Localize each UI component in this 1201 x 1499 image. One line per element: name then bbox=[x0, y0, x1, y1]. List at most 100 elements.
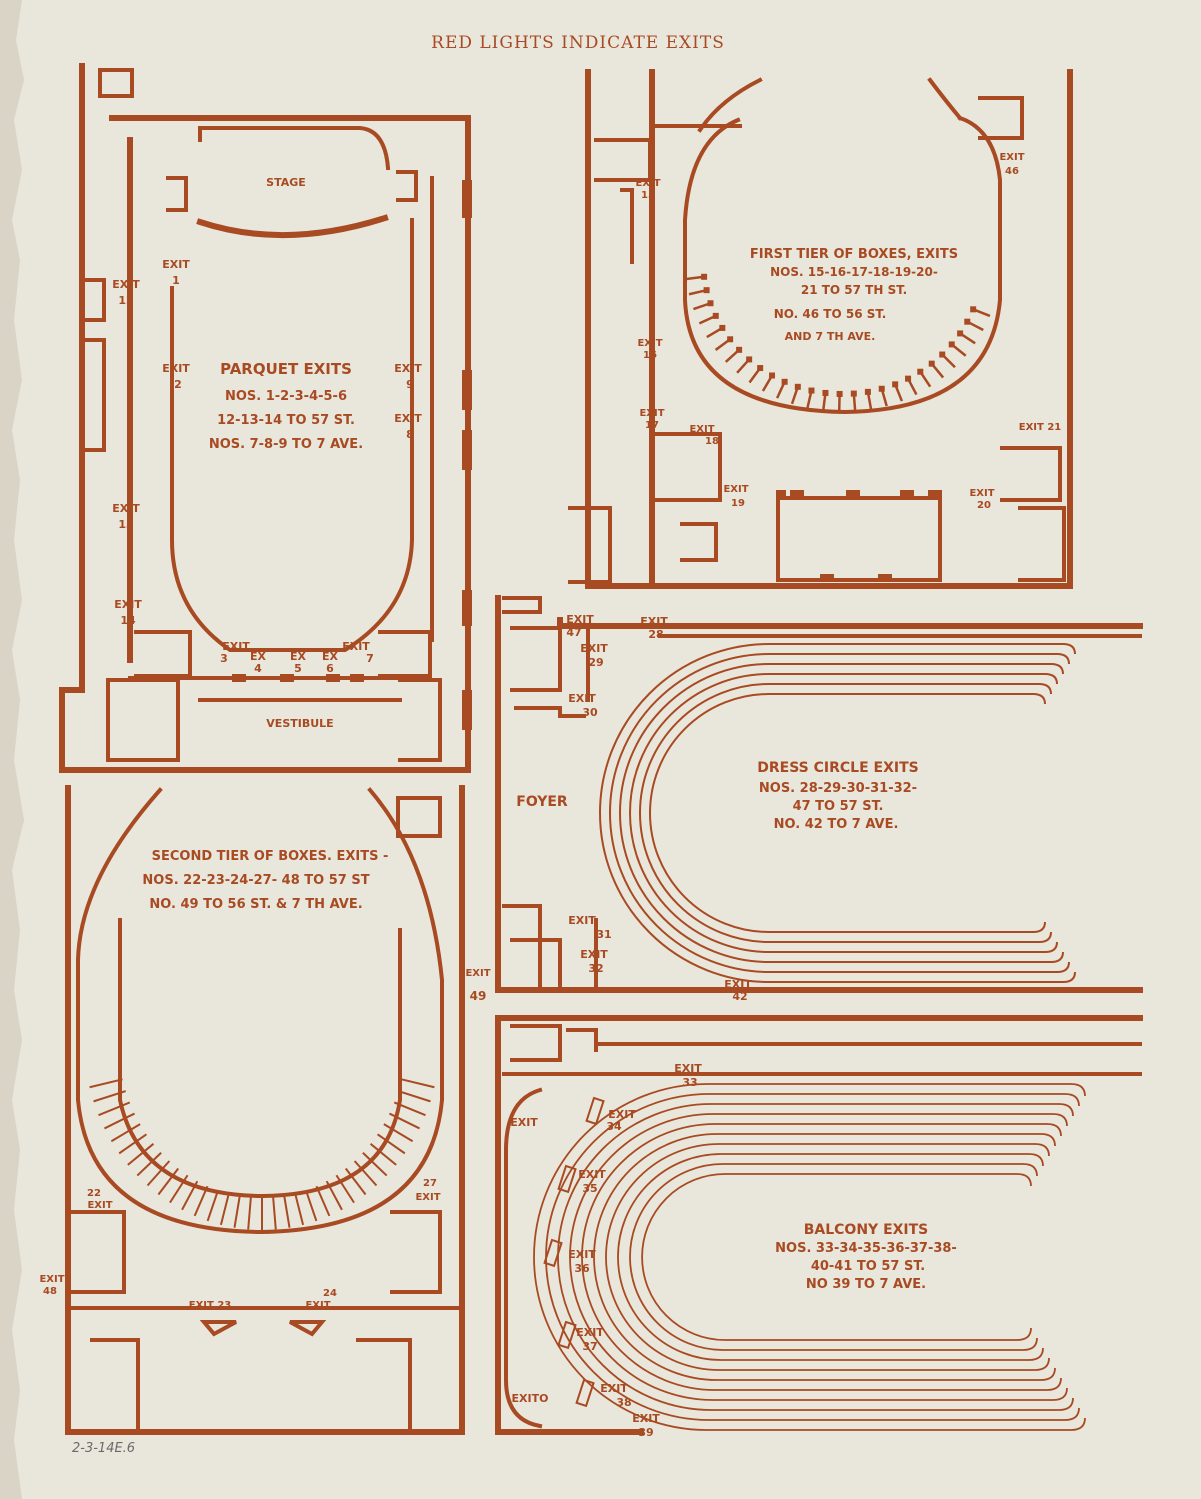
box-partition bbox=[193, 1185, 209, 1217]
box-partition bbox=[294, 1193, 305, 1226]
balcony-exit-number: 33 bbox=[682, 1076, 697, 1089]
torn-edge bbox=[0, 0, 24, 1499]
second-tier-exit-word: EXIT bbox=[305, 1300, 330, 1311]
balcony-outer bbox=[495, 1015, 643, 1435]
box-marker bbox=[850, 390, 857, 397]
first-tier-stair-bl bbox=[654, 432, 722, 502]
parquet-stair-left bbox=[80, 278, 106, 322]
balcony-exit-number: 34 bbox=[606, 1120, 622, 1133]
box-partition bbox=[157, 1167, 180, 1196]
parquet-exit-marker bbox=[350, 674, 364, 682]
first-tier-exit-light bbox=[878, 574, 892, 582]
second-tier-exit-word: EXIT bbox=[465, 968, 490, 979]
parquet-stage-front bbox=[196, 214, 389, 238]
box-marker bbox=[892, 381, 899, 388]
parquet-stage-back bbox=[198, 126, 391, 171]
box-marker bbox=[719, 324, 726, 331]
dress-circle-exit-word: EXIT bbox=[640, 615, 668, 628]
second-tier-stair-bl bbox=[70, 1210, 126, 1294]
dress-circle-row bbox=[619, 663, 1064, 963]
box-partition bbox=[376, 1133, 406, 1155]
parquet-exit-word: EXIT bbox=[112, 502, 140, 515]
dress-circle-line-3: NO. 42 TO 7 AVE. bbox=[774, 817, 899, 832]
parquet-exit-light bbox=[462, 590, 472, 626]
first-tier-line-4: AND 7 TH AVE. bbox=[785, 330, 876, 343]
second-tier-exit-number: 48 bbox=[43, 1286, 57, 1297]
box-partition bbox=[305, 1190, 318, 1222]
balcony-title: BALCONY EXITS bbox=[804, 1222, 929, 1238]
balcony-line-3: NO 39 TO 7 AVE. bbox=[806, 1277, 926, 1292]
second-tier-door-r bbox=[289, 1320, 327, 1337]
first-tier-exit-number: 15 bbox=[641, 190, 655, 201]
parquet-exit-number: 4 bbox=[254, 662, 262, 675]
first-tier-plan: FIRST TIER OF BOXES, EXITS NOS. 15-16-17… bbox=[568, 69, 1073, 589]
first-tier-line-1: NOS. 15-16-17-18-19-20- bbox=[770, 265, 938, 279]
dress-circle-rows bbox=[599, 643, 1076, 983]
first-tier-exit-word: EXIT bbox=[639, 408, 664, 419]
dress-circle-plan: FOYER DRESS CIRCLE EXITS NOS. 28-29-30-3… bbox=[495, 595, 1143, 1003]
parquet-title: PARQUET EXITS bbox=[220, 360, 352, 378]
second-tier-lobby-l bbox=[90, 1338, 140, 1432]
parquet-exit-number: 14 bbox=[120, 614, 136, 627]
box-partition bbox=[110, 1123, 141, 1143]
parquet-exit-word: EXIT bbox=[394, 362, 422, 375]
balcony-exit-word: EXIT bbox=[578, 1168, 606, 1181]
first-tier-outer bbox=[585, 69, 1073, 589]
balcony-exit-number: 37 bbox=[582, 1340, 597, 1353]
parquet-exit-word: EXIT bbox=[394, 412, 422, 425]
dress-circle-row bbox=[629, 673, 1058, 953]
box-marker bbox=[701, 273, 708, 280]
second-tier-exit-word: EXIT bbox=[415, 1192, 440, 1203]
parquet-seating-bowl bbox=[170, 218, 414, 652]
balcony-exit-number: 36 bbox=[574, 1262, 590, 1275]
first-tier-exit-number: 46 bbox=[1005, 166, 1019, 177]
balcony-exit-word: EXIT bbox=[510, 1116, 538, 1129]
first-tier-box-partitions bbox=[686, 273, 991, 412]
balcony-row bbox=[557, 1103, 1074, 1411]
second-tier-horseshoe bbox=[76, 787, 444, 1235]
balcony-exit-to: EXITO bbox=[512, 1392, 549, 1405]
box-marker bbox=[727, 336, 734, 343]
balcony-exit-word: EXIT bbox=[576, 1326, 604, 1339]
parquet-side-box-l bbox=[166, 176, 188, 212]
box-marker bbox=[964, 318, 971, 325]
second-tier-exit-word: EXIT bbox=[87, 1200, 112, 1211]
dress-circle-exit-word: EXIT bbox=[580, 948, 608, 961]
box-partition bbox=[89, 1078, 123, 1089]
box-marker bbox=[746, 356, 753, 363]
parquet-exit-marker bbox=[232, 674, 246, 682]
page-header: RED LIGHTS INDICATE EXITS bbox=[431, 33, 725, 53]
dress-circle-row bbox=[649, 693, 1046, 933]
dress-circle-exit-number: 47 bbox=[566, 626, 581, 639]
dress-circle-row bbox=[639, 683, 1052, 943]
parquet-lobby-right bbox=[398, 678, 442, 762]
parquet-exit-light bbox=[462, 690, 472, 730]
balcony-foyer bbox=[510, 1024, 562, 1062]
first-tier-stair-lower-r bbox=[1018, 506, 1066, 582]
first-tier-stair-tl bbox=[594, 138, 652, 182]
catalog-note: 2-3-14E.6 bbox=[72, 1441, 135, 1456]
parquet-exit-marker bbox=[280, 674, 294, 682]
parquet-exit-number: 5 bbox=[294, 662, 302, 675]
dress-circle-exit-number: 30 bbox=[582, 706, 598, 719]
dress-circle-stair-tl2 bbox=[510, 626, 562, 692]
box-marker bbox=[703, 287, 710, 294]
first-tier-stub bbox=[620, 188, 634, 264]
parquet-outer-wall bbox=[59, 115, 471, 773]
dress-circle-stair-tl bbox=[502, 596, 542, 614]
box-partition bbox=[335, 1174, 355, 1204]
parquet-exit-word: EXIT bbox=[162, 258, 190, 271]
parquet-exit-number: 8 bbox=[406, 428, 414, 441]
dress-circle-line-1: NOS. 28-29-30-31-32- bbox=[759, 781, 917, 796]
parquet-exit-number: 12 bbox=[118, 294, 133, 307]
box-partition bbox=[206, 1190, 219, 1222]
balcony-row bbox=[629, 1163, 1038, 1351]
balcony-row bbox=[593, 1133, 1056, 1381]
second-tier-lobby-r bbox=[356, 1338, 412, 1432]
first-tier-line-3: NO. 46 TO 56 ST. bbox=[774, 307, 887, 321]
dress-circle-exit-word: EXIT bbox=[568, 914, 596, 927]
parquet-exit-word: EXIT bbox=[114, 598, 142, 611]
parquet-exit-word: EXIT bbox=[112, 278, 140, 291]
parquet-left-wall bbox=[59, 63, 85, 693]
box-partition bbox=[219, 1193, 230, 1226]
